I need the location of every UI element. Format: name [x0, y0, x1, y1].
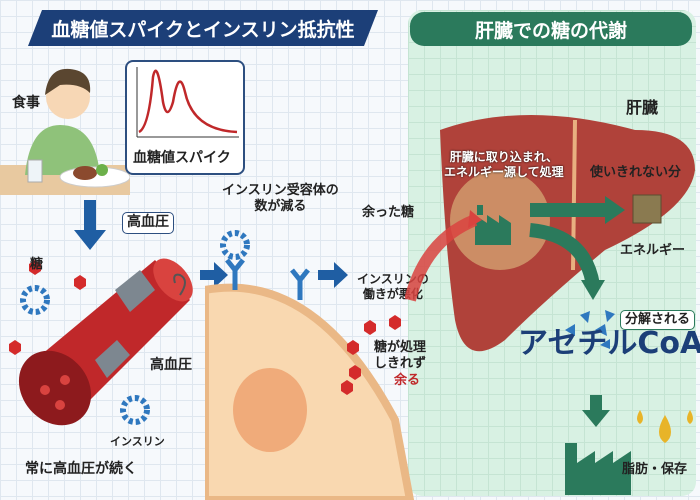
caption-hypertension: 常に高血圧が続く [25, 461, 137, 477]
down-arrow-icon [74, 200, 106, 250]
left-title: 血糖値スパイクとインスリン抵抗性 [51, 18, 355, 41]
decomposed-label: 分解される [620, 310, 696, 331]
receptor-text-line: インスリン受容体の [222, 183, 339, 198]
unused-label: 使いきれない分 [590, 165, 682, 180]
process-text-line: 肝臓に取り込まれ、 [449, 150, 558, 164]
blood-vessel-illustration [9, 258, 193, 426]
right-arrow-icon [318, 262, 348, 288]
acetyl-coa-label: アセチルCoA [518, 326, 700, 361]
energy-label: エネルギー [620, 243, 686, 258]
liver-label: 肝臓 [626, 98, 659, 117]
left-title-banner: 血糖値スパイクとインスリン抵抗性 [28, 10, 378, 46]
meal-label: 食事 [12, 95, 40, 111]
fat-storage-illustration [565, 395, 693, 495]
sugar-label: 糖 [30, 257, 44, 272]
liver-illustration [405, 115, 695, 352]
fat-storage-label: 脂肪・保存 [622, 462, 688, 477]
sugar-unprocessed-line: 糖が処理 [374, 340, 427, 355]
hypertension-label-top: 高血圧 [122, 212, 174, 234]
spike-label: 血糖値スパイク [133, 150, 231, 166]
person-eating-illustration [0, 68, 130, 195]
right-title-banner: 肝臓での糖の代謝 [410, 12, 692, 46]
cell-illustration [205, 230, 415, 500]
hypertension-label-side: 高血圧 [150, 357, 192, 373]
sugar-unprocessed-line: しきれず [374, 356, 427, 372]
surplus-text: 余る [394, 372, 421, 388]
right-arrow-icon [200, 262, 228, 288]
excess-sugar-label: 余った糖 [362, 205, 415, 220]
process-text-line: エネルギー源して処理 [444, 165, 564, 179]
glucose-spike-bubble: 血糖値スパイク [125, 60, 245, 175]
receptor-text-line: 数が減る [254, 199, 307, 215]
glucose-spike-graph [136, 67, 239, 138]
sugar-unprocessed-text: 糖が処理しきれず余る [374, 340, 426, 389]
molecule-fragments-icon [565, 310, 615, 349]
process-text: 肝臓に取り込まれ、エネルギー源して処理 [444, 150, 564, 180]
insulin-label: インスリン [110, 435, 165, 448]
receptor-text: インスリン受容体の数が減る [222, 183, 339, 216]
right-title: 肝臓での糖の代謝 [474, 19, 627, 42]
